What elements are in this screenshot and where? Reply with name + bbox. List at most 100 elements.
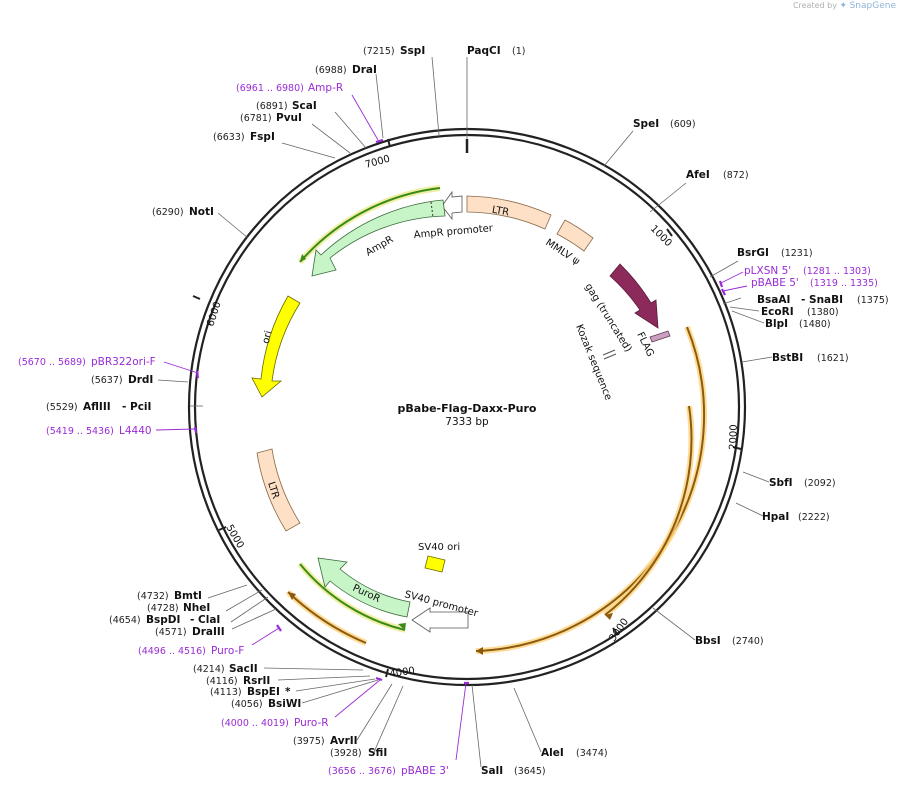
feature-ori[interactable]: ori (251, 295, 301, 398)
tick-label-3000: 3000 (607, 617, 631, 644)
site-drdi-pos: (5637) (91, 375, 123, 386)
site-rsrii-pos: (4116) (206, 676, 238, 687)
site-sbfi-name[interactable]: SbfI (769, 477, 793, 489)
site-pcii-name[interactable]: - PciI (122, 401, 151, 413)
site-spei-name[interactable]: SpeI (633, 118, 659, 130)
primer-pbr322-pos: (5670 .. 5689) (18, 357, 86, 368)
tick-label-4000: 4000 (389, 666, 416, 680)
site-sfii-name[interactable]: SfiI (368, 747, 387, 759)
site-afliii-name[interactable]: AflIII (83, 401, 111, 413)
primer-pbabe3-name[interactable]: pBABE 3' (401, 765, 449, 777)
primer-leaders (155, 94, 748, 761)
site-sacii-name[interactable]: SacII (229, 663, 258, 675)
site-scai-name[interactable]: ScaI (292, 100, 317, 112)
site-drdi-name[interactable]: DrdI (128, 374, 153, 386)
tick-label-7000: 7000 (364, 154, 391, 171)
site-afei-name[interactable]: AfeI (686, 169, 710, 181)
primer-pbr322-name[interactable]: pBR322ori-F (91, 356, 156, 368)
tick-marks (192, 138, 742, 678)
feature-label-ampr: AmpR (364, 234, 395, 258)
site-nhei-name[interactable]: NheI (183, 602, 210, 614)
primer-puror-name[interactable]: Puro-R (294, 717, 329, 729)
primer-ampr-pos: (6961 .. 6980) (236, 83, 304, 94)
site-afei-pos: (872) (723, 170, 749, 181)
site-paqci-name[interactable]: PaqCI (467, 45, 501, 57)
site-alei-pos: (3474) (576, 748, 608, 759)
site-bspei-pos: (4113) (210, 687, 242, 698)
feature-label-ori: ori (261, 330, 275, 345)
site-bspdi-pos: (4654) (109, 615, 141, 626)
site-paqci-pos: (1) (512, 46, 525, 57)
site-sacii-pos: (4214) (193, 664, 225, 675)
site-bsrgi-name[interactable]: BsrGI (737, 247, 769, 259)
feature-puro-orange[interactable] (285, 589, 368, 646)
feature-label-ltr-left: LTR (265, 481, 281, 501)
feature-mmlv-psi[interactable]: MMLV ψ (543, 219, 594, 268)
feature-ltr-top[interactable]: LTR (466, 195, 552, 230)
plasmid-size: 7333 bp (445, 416, 489, 428)
site-bstbi-pos: (1621) (817, 353, 849, 364)
site-rsrii-name[interactable]: RsrII (243, 675, 270, 687)
feature-label-ampr-promoter: AmpR promoter (413, 223, 494, 241)
primer-ampr-name[interactable]: Amp-R (308, 82, 343, 94)
site-bmti-pos: (4732) (137, 591, 169, 602)
site-bspei-name[interactable]: BspEI (247, 686, 280, 698)
site-bbsi-name[interactable]: BbsI (695, 635, 721, 647)
feature-kozak[interactable]: Kozak sequence (573, 323, 617, 402)
site-nhei-pos: (4728) (147, 603, 179, 614)
primer-plxsn5-name[interactable]: pLXSN 5' (744, 265, 791, 277)
feature-ltr-left[interactable]: LTR (256, 448, 301, 532)
site-noti-name[interactable]: NotI (189, 206, 214, 218)
feature-sv40-promoter[interactable]: SV40 promoter (403, 589, 480, 633)
site-ecori-name[interactable]: EcoRI (761, 306, 794, 318)
site-bspdi-name[interactable]: BspDI (146, 614, 180, 626)
tick-7000 (387, 138, 391, 148)
site-hpai-name[interactable]: HpaI (762, 511, 789, 523)
primer-pbabe5-pos: (1319 .. 1335) (810, 278, 878, 289)
primer-pbabe5-name[interactable]: pBABE 5' (751, 277, 799, 289)
feature-label-sv40-ori: SV40 ori (418, 542, 460, 553)
site-afliii-pos: (5529) (46, 402, 78, 413)
primer-purof-name[interactable]: Puro-F (211, 645, 244, 657)
primer-pbabe3-pos: (3656 .. 3676) (328, 766, 396, 777)
site-bsrgi-pos: (1231) (781, 248, 813, 259)
primer-l4440-name[interactable]: L4440 (119, 425, 152, 437)
feature-label-kozak: Kozak sequence (573, 323, 613, 402)
site-sfii-pos: (3928) (330, 748, 362, 759)
feature-daxx-orf[interactable] (475, 325, 708, 655)
site-draiii-pos: (4571) (155, 627, 187, 638)
site-sali-name[interactable]: SalI (481, 765, 503, 777)
site-snabi-name[interactable]: - SnaBI (801, 294, 843, 306)
site-sspi-name[interactable]: SspI (400, 45, 425, 57)
site-avrii-name[interactable]: AvrII (330, 735, 358, 747)
site-pvui-name[interactable]: PvuI (276, 112, 302, 124)
site-blpi-name[interactable]: BlpI (765, 318, 788, 330)
site-bsaai-pos: (1375) (857, 295, 889, 306)
site-draiii-name[interactable]: DraIII (192, 626, 225, 638)
site-sspi-pos: (7215) (363, 46, 395, 57)
site-bstbi-name[interactable]: BstBI (772, 352, 803, 364)
site-clai-name[interactable]: - ClaI (190, 614, 220, 626)
tick-4000 (385, 668, 389, 678)
tick-2000 (732, 446, 742, 450)
feature-sv40-ori[interactable]: SV40 ori (418, 542, 460, 573)
watermark: Created by ✦ SnapGene (793, 1, 896, 11)
site-bbsi-pos: (2740) (732, 636, 764, 647)
site-alei-name[interactable]: AleI (541, 747, 564, 759)
feature-label-flag: FLAG (634, 330, 655, 358)
feature-flag[interactable]: FLAG (634, 330, 671, 359)
site-bsaai-name[interactable]: BsaAI (757, 294, 790, 306)
primer-puror-pos: (4000 .. 4019) (221, 718, 289, 729)
site-drai-name[interactable]: DraI (352, 64, 377, 76)
site-sali-pos: (3645) (514, 766, 546, 777)
feature-label-ltr-top: LTR (491, 205, 510, 219)
site-hpai-pos: (2222) (798, 512, 830, 523)
site-bmti-name[interactable]: BmtI (174, 590, 202, 602)
feature-puror[interactable]: PuroR (297, 557, 411, 633)
site-bsiwi-name[interactable]: BsiWI (268, 698, 301, 710)
site-noti-pos: (6290) (152, 207, 184, 218)
primer-l4440-pos: (5419 .. 5436) (46, 426, 114, 437)
site-fspi-name[interactable]: FspI (250, 131, 275, 143)
snapgene-logo-icon: ✦ (839, 1, 848, 11)
